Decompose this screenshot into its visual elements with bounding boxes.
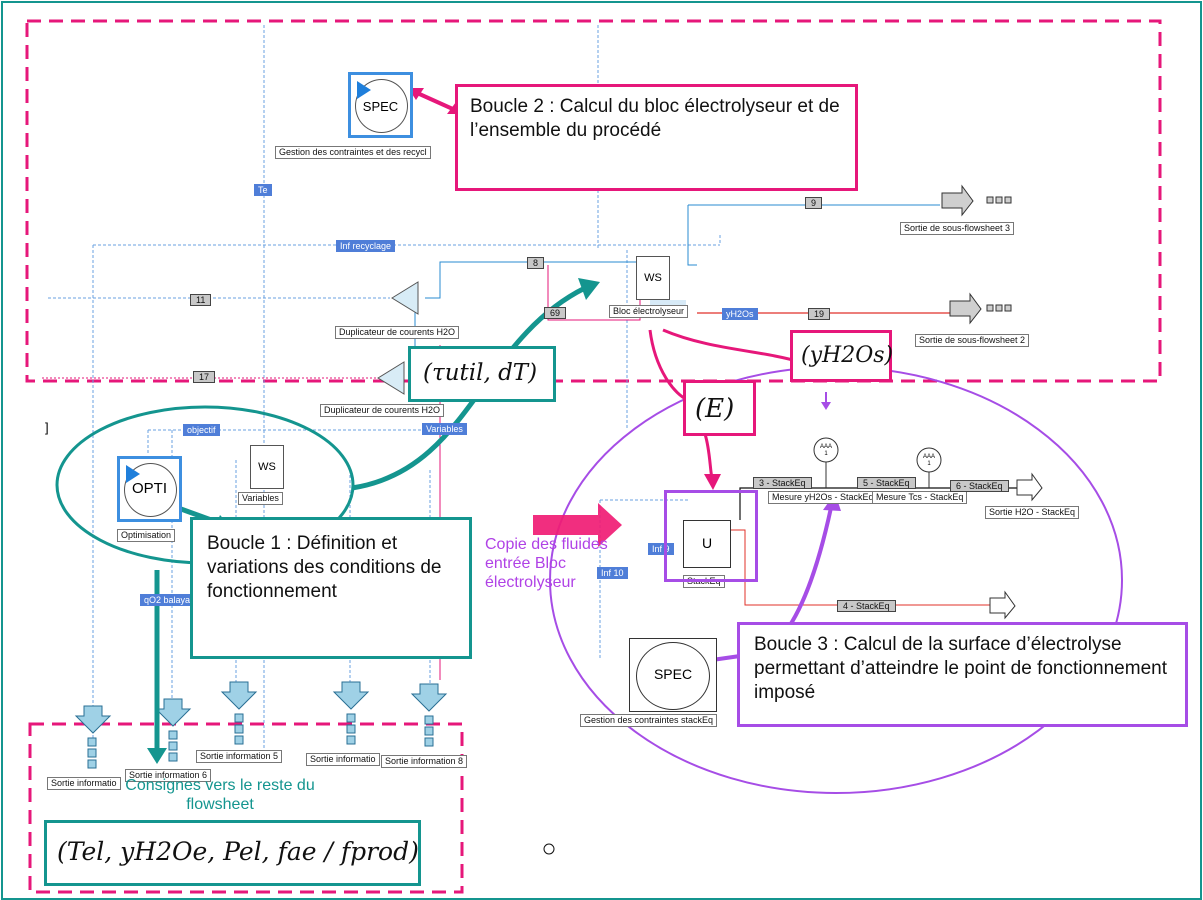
label-bloc-electrolyseur: Bloc électrolyseur [609,305,689,318]
loop3-ellipse [549,366,1123,794]
stream-9[interactable]: 9 [805,197,823,209]
label-mesure-tcs: Mesure Tcs - StackEq [872,491,968,504]
stream-4-stackeq[interactable]: 4 - StackEq [837,600,896,612]
stream-69[interactable]: 69 [544,307,567,319]
tag-inf9: Inf 9 [648,543,674,555]
spec-stack-block[interactable]: SPEC [629,638,717,712]
note-consignes: Consignes vers le reste du flowsheet [125,777,315,813]
stream-6-stackeq[interactable]: 6 - StackEq [950,480,1009,492]
symbol-consignes: (Tel, yH2Oe, Pel, fae / fprod) [44,820,421,886]
stream-17[interactable]: 17 [193,371,216,383]
symbol-e: (E) [683,380,756,436]
stream-8[interactable]: 8 [527,257,545,269]
stream-5-stackeq[interactable]: 5 - StackEq [857,477,916,489]
label-dup-h2o-1: Duplicateur de courents H2O [335,326,460,339]
label-sortie-info-6: Sortie information 6 [125,769,212,782]
tag-te: Te [254,184,272,196]
tag-variables: Variables [422,423,467,435]
stream-3-stackeq[interactable]: 3 - StackEq [753,477,812,489]
label-sortie-sfs3: Sortie de sous-flowsheet 3 [900,222,1015,235]
spec-top-label: SPEC [362,99,399,114]
play-icon [357,81,371,99]
label-sortie-info-7: Sortie informatio [47,777,121,790]
symbol-consignes-text: (Tel, yH2Oe, Pel, fae / fprod) [57,837,419,866]
ws-main-label: WS [644,272,662,284]
note-copie-fluides: Copie des fluides entrée Bloc électrolys… [485,536,608,591]
spec-top-block[interactable]: SPEC [348,72,413,138]
label-gestion-recycl: Gestion des contraintes et des recycl [275,146,431,159]
stream-11[interactable]: 11 [190,294,212,306]
outputs-region [28,722,464,894]
play-icon [126,465,140,483]
label-variables: Variables [238,492,283,505]
stream-19[interactable]: 19 [808,308,831,320]
label-dup-h2o-2: Duplicateur de courents H2O [320,404,445,417]
meter-1-label: AAA 1 [819,444,832,457]
spec-stack-label: SPEC [653,666,693,682]
symbol-tau-dt-text: (τutil, dT) [423,360,538,386]
callout-boucle1: Boucle 1 : Définition et variations des … [190,517,472,659]
loop2-region [25,19,1162,383]
callout-boucle3: Boucle 3 : Calcul de la surface d’électr… [737,622,1188,727]
bracket-mark: ] [45,420,49,435]
tag-inf-recyclage: Inf recyclage [336,240,396,252]
opti-label: OPTI [131,480,167,497]
label-sortie-sfs2: Sortie de sous-flowsheet 2 [915,334,1030,347]
symbol-e-text: (E) [695,394,735,424]
tag-qo-balay: qO2 balaya [140,594,195,606]
tag-yh2os: yH2Os [722,308,758,320]
ws-block-variables[interactable]: WS [250,445,284,489]
label-mesure-yh2os: Mesure yH2Os - StackEq [768,491,878,504]
symbol-tau-dt: (τutil, dT) [408,346,556,402]
label-sortie-info-5: Sortie information 5 [196,750,283,763]
tag-objectif: objectif [183,424,220,436]
tag-inf10: Inf 10 [597,567,628,579]
ws-variables-label: WS [258,461,276,473]
label-sortie-info-9: Sortie information 8 [381,755,468,768]
ws-block-main[interactable]: WS [636,256,670,300]
opti-block[interactable]: OPTI [117,456,182,522]
symbol-yh2os: (yH2Os) [790,330,894,382]
symbol-yh2os-text: (yH2Os) [801,343,894,368]
stackeq-unit-block[interactable]: U [683,520,731,568]
meter-2-label: AAA 1 [922,454,935,467]
callout-boucle2: Boucle 2 : Calcul du bloc électrolyseur … [455,84,858,191]
label-sortie-h2o: Sortie H2O - StackEq [985,506,1080,519]
label-gestion-stackeq: Gestion des contraintes stackEq [580,714,718,727]
label-optimisation: Optimisation [117,529,176,542]
stackeq-highlight [664,490,758,582]
label-sortie-info-8: Sortie informatio [306,753,380,766]
unit-label: U [701,535,713,551]
